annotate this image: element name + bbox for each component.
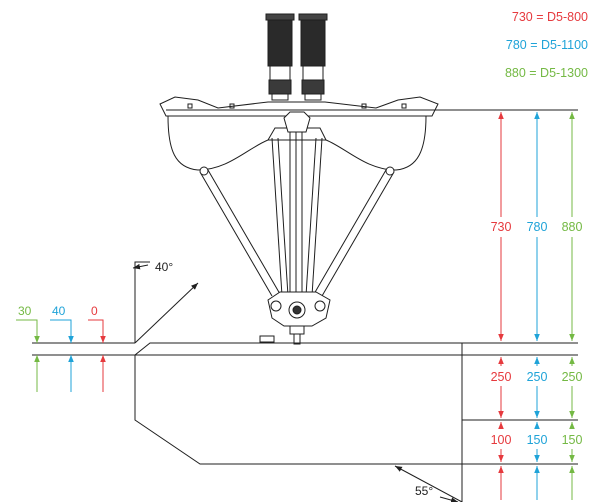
legend-green-text: 880 = D5-1300: [504, 66, 588, 80]
end-effector: [259, 291, 331, 345]
delta-robot: [159, 13, 439, 345]
left-offset-blue: [50, 319, 74, 392]
dim-green-lower: 150: [562, 433, 583, 447]
legend-red-text: 730 = D5-800: [511, 10, 588, 24]
left-offset-red: [88, 319, 106, 392]
dim-red-lower: 100: [491, 433, 512, 447]
arm-rear: [271, 137, 323, 297]
legend-item-green: 880 = D5-1300: [505, 66, 588, 80]
angle-bottom-annotation: [394, 465, 463, 502]
left-extension-lines: [32, 342, 135, 356]
arm-right: [313, 166, 395, 297]
dim-blue-lower: 150: [527, 433, 548, 447]
dim-green-height: 880: [562, 220, 583, 234]
dim-green-middle: 250: [562, 370, 583, 384]
dim-blue-height: 780: [527, 220, 548, 234]
angle-top-annotation: [132, 261, 199, 344]
motor-left: [265, 13, 295, 101]
left-offset-green-label: 30: [18, 304, 32, 318]
central-column: [283, 111, 311, 300]
left-offset-blue-label: 40: [52, 304, 66, 318]
angle-bottom-label: 55°: [415, 484, 433, 498]
legend-item-blue: 780 = D5-1100: [506, 38, 588, 52]
dim-red-height: 730: [491, 220, 512, 234]
motor-right: [298, 13, 328, 101]
workspace-outline: [134, 109, 578, 502]
dim-red-middle: 250: [491, 370, 512, 384]
legend-item-red: 730 = D5-800: [512, 10, 588, 24]
angle-top-label: 40°: [155, 260, 173, 274]
left-offset-red-label: 0: [91, 304, 98, 318]
arm-left: [199, 166, 281, 297]
legend-blue-text: 780 = D5-1100: [505, 38, 588, 52]
left-offset-green: [16, 319, 40, 392]
dim-blue-middle: 250: [527, 370, 548, 384]
